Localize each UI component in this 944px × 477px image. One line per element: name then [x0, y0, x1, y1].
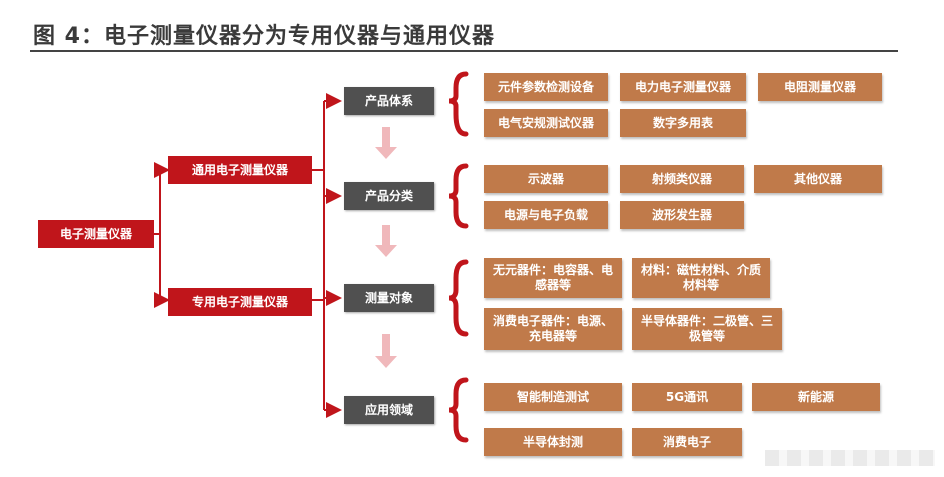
item-box: 无元器件：电容器、电感器等: [484, 258, 622, 298]
item-box: 射频类仪器: [620, 165, 744, 193]
down-arrow: [375, 334, 397, 368]
branch-special-instruments: 专用电子测量仪器: [168, 288, 312, 316]
item-box: 示波器: [484, 165, 608, 193]
item-box: 波形发生器: [620, 201, 744, 229]
branch-connector: [312, 101, 325, 410]
branch-general-instruments: 通用电子测量仪器: [168, 156, 312, 184]
item-box: 数字多用表: [620, 109, 746, 137]
root-connector: [153, 169, 168, 300]
title-divider: [30, 50, 898, 52]
item-box: 半导体器件：二极管、三极管等: [632, 308, 782, 350]
brace: [448, 259, 469, 337]
category-measure-object: 测量对象: [344, 284, 434, 312]
category-product-system: 产品体系: [344, 87, 434, 115]
item-box: 消费电子: [632, 428, 742, 456]
flow-down-arrows: [375, 127, 397, 368]
item-box: 智能制造测试: [484, 383, 622, 411]
item-box: 电力电子测量仪器: [620, 73, 746, 101]
brace: [448, 377, 469, 443]
item-box: 材料：磁性材料、介质材料等: [632, 258, 770, 298]
item-box: 电阻测量仪器: [758, 73, 882, 101]
item-box: 元件参数检测设备: [484, 73, 608, 101]
item-box: 电源与电子负载: [484, 201, 608, 229]
category-product-class: 产品分类: [344, 182, 434, 210]
down-arrow: [375, 127, 397, 159]
figure-title: 图 4：电子测量仪器分为专用仪器与通用仪器: [33, 24, 495, 49]
brace-brackets: [448, 71, 469, 443]
down-arrow: [375, 225, 397, 257]
item-box: 消费电子器件：电源、充电器等: [484, 308, 622, 350]
brace: [448, 71, 469, 137]
brace: [448, 163, 469, 229]
item-box: 新能源: [752, 383, 880, 411]
category-application: 应用领域: [344, 396, 434, 424]
item-box: 电气安规测试仪器: [484, 109, 608, 137]
item-box: 5G通讯: [632, 383, 742, 411]
root-node: 电子测量仪器: [38, 220, 154, 248]
item-box: 半导体封测: [484, 428, 622, 456]
item-box: 其他仪器: [754, 165, 882, 193]
blurred-watermark: [765, 450, 935, 466]
